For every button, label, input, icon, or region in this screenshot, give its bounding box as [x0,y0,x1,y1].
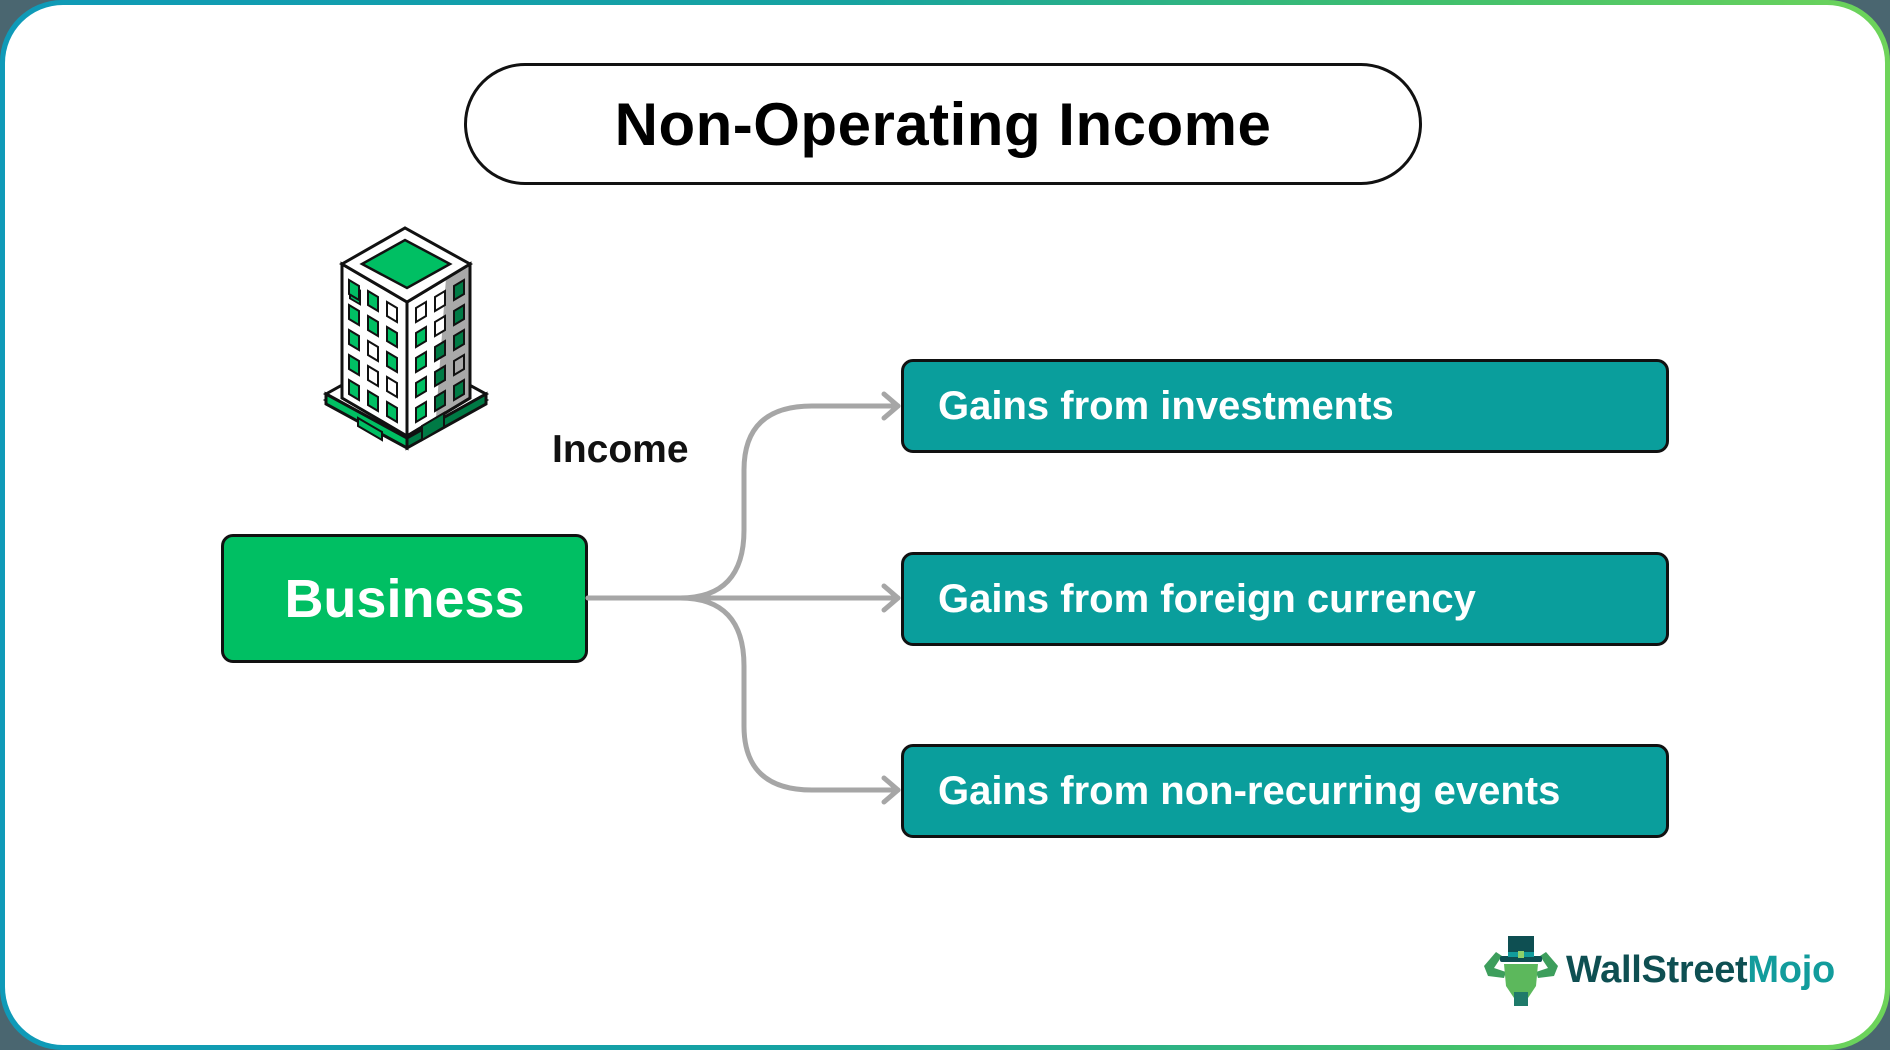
title-pill: Non-Operating Income [464,63,1422,185]
target-node-investments: Gains from investments [901,359,1669,453]
target-label: Gains from non-recurring events [938,768,1561,813]
diagram-card [5,5,1885,1045]
brand-logo: WallStreetMojo [1480,932,1835,1008]
target-node-non-recurring-events: Gains from non-recurring events [901,744,1669,838]
business-label: Business [284,568,525,629]
brand-name: WallStreetMojo [1566,948,1835,991]
edge-label-income: Income [552,428,689,471]
business-node: Business [221,534,588,663]
page-title: Non-Operating Income [614,90,1272,158]
office-building-icon [322,226,490,451]
target-label: Gains from investments [938,383,1394,428]
bull-mascot-icon [1484,936,1558,1006]
target-node-foreign-currency: Gains from foreign currency [901,552,1669,646]
target-label: Gains from foreign currency [938,576,1476,621]
